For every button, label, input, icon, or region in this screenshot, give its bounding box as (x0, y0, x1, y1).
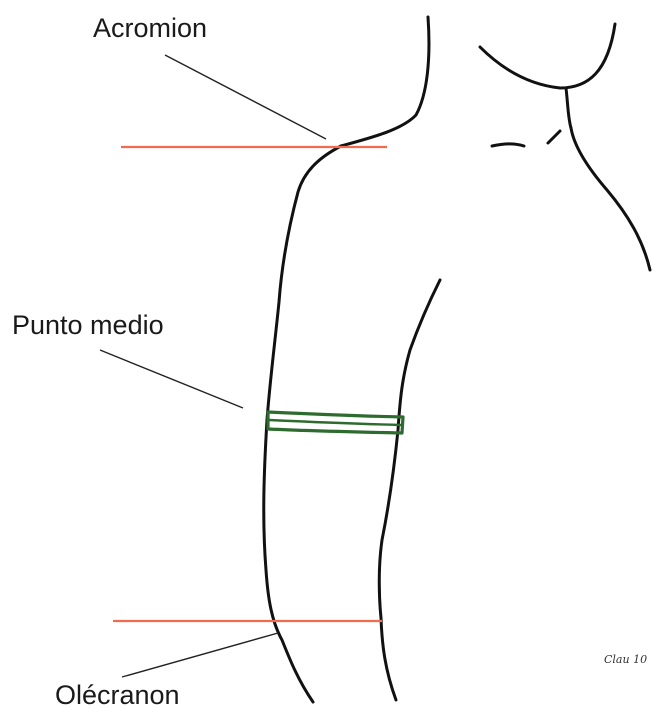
artist-signature: Clau 10 (604, 653, 647, 666)
clavicle-outline (492, 144, 524, 146)
midpoint-leader-line (100, 350, 243, 408)
acromion-label: Acromion (93, 13, 207, 43)
clavicle-notch (548, 131, 560, 143)
midpoint-label: Punto medio (12, 310, 164, 340)
chin-outline (480, 24, 615, 88)
inner-arm-outline (379, 280, 440, 700)
acromion-leader-line (165, 55, 326, 139)
torso-outline (571, 128, 650, 270)
neck-outline (341, 17, 429, 146)
outer-arm-outline (264, 146, 341, 702)
measuring-tape-band (268, 412, 403, 433)
olecranon-leader-line (122, 633, 278, 677)
olecranon-label: Olécranon (55, 680, 180, 708)
throat-line (566, 88, 571, 128)
